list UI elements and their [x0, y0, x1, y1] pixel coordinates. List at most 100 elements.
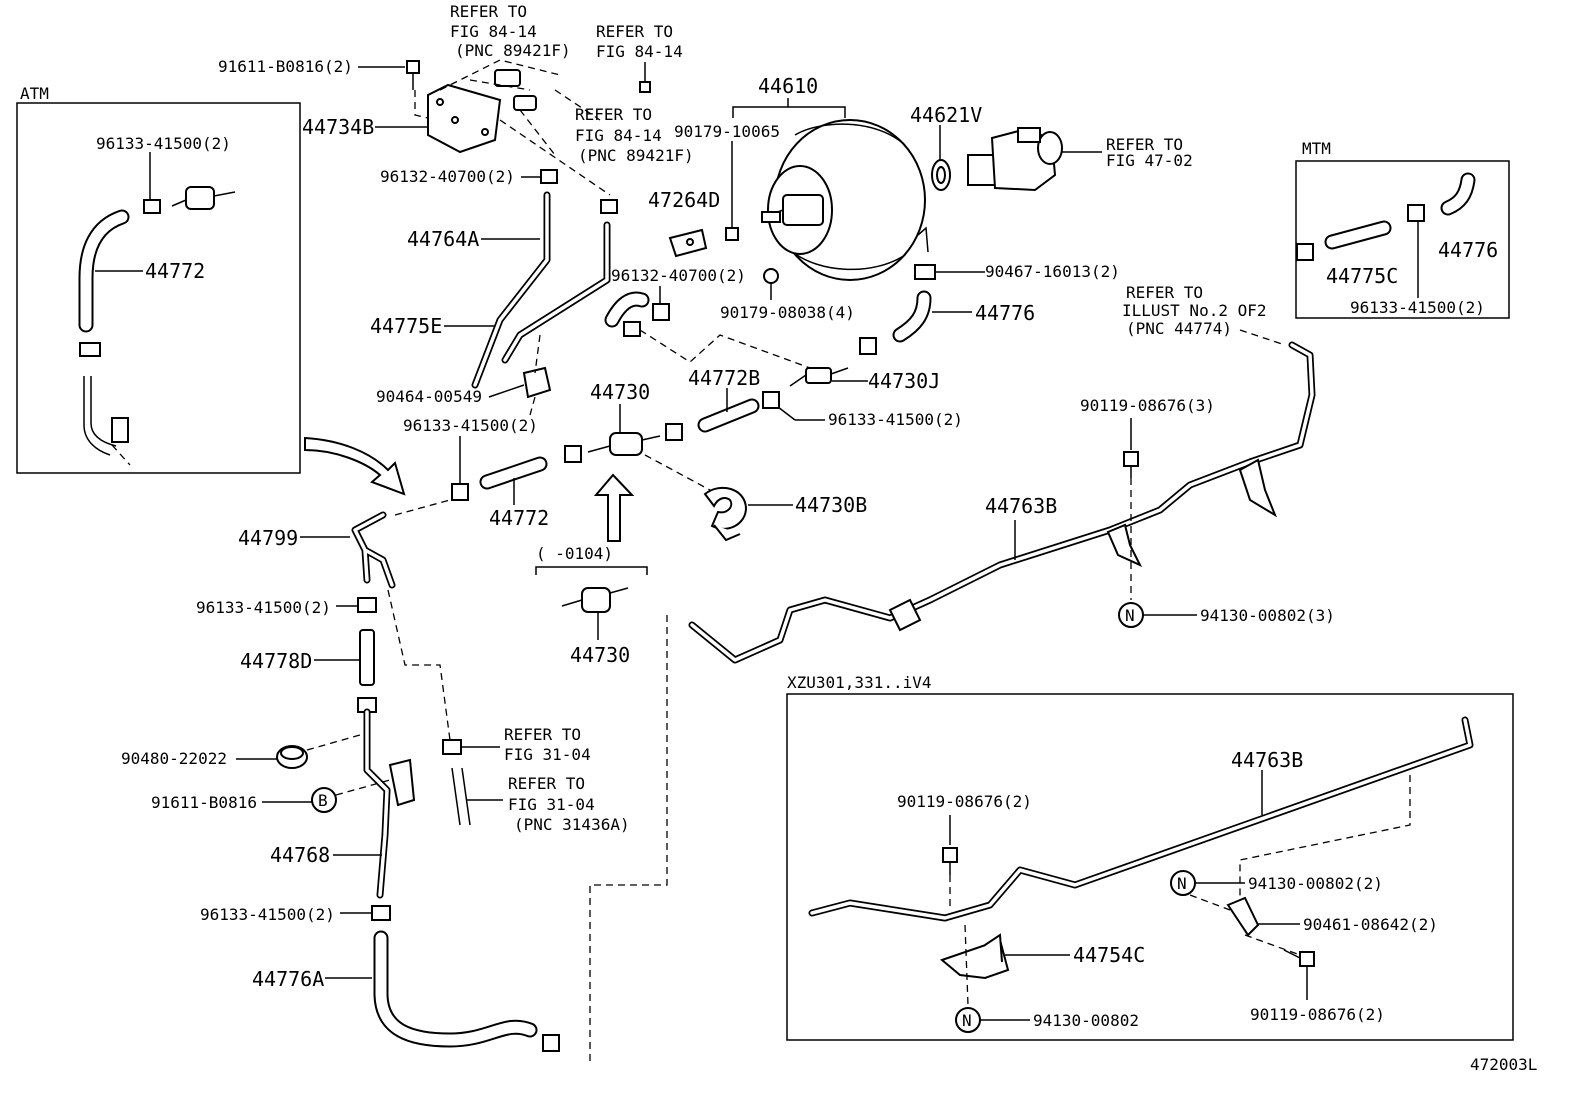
hose-44799 — [351, 511, 396, 589]
refer-r2-l2: FIG 84-14 — [596, 42, 683, 61]
refer-r5-l2: ILLUST No.2 OF2 — [1122, 301, 1267, 320]
clamp-90464 — [522, 366, 552, 399]
label-96132-a: 96132-40700(2) — [380, 167, 515, 186]
label-44776-mtm: 44776 — [1438, 238, 1498, 262]
xzu-box — [786, 693, 1514, 1041]
bolt-90119-c — [1283, 949, 1315, 967]
refer-r6-l1: REFER TO — [504, 725, 581, 744]
marker-n-c-text: N — [962, 1011, 972, 1030]
clip-96133-c — [357, 597, 377, 613]
label-44799: 44799 — [238, 526, 298, 550]
label-90119-a: 90119-08676(3) — [1080, 396, 1215, 415]
label-90179-10065: 90179-10065 — [674, 122, 780, 141]
label-44778D: 44778D — [240, 649, 312, 673]
label-44763B-a: 44763B — [985, 494, 1057, 518]
hose-44776 — [892, 290, 932, 343]
clip-r6 — [442, 739, 462, 755]
pipe-brackets — [888, 458, 1278, 632]
label-90467: 90467-16013(2) — [985, 262, 1120, 281]
label-44775C: 44775C — [1326, 264, 1398, 288]
refer-r7-l3: (PNC 31436A) — [514, 815, 630, 834]
label-96133-atm: 96133-41500(2) — [96, 134, 231, 153]
refer-r5-l1: REFER TO — [1126, 283, 1203, 302]
nut-90179-08038 — [763, 268, 779, 284]
mtm-clip-1 — [1296, 243, 1314, 261]
mtm-hose-44775C — [1324, 220, 1392, 250]
refer-r7-l2: FIG 31-04 — [508, 795, 595, 814]
dash-xzu-right — [1239, 775, 1411, 900]
refer-r1-l3: (PNC 89421F) — [455, 41, 571, 60]
mtm-hose-44776 — [1440, 172, 1476, 216]
refer-r2-l1: REFER TO — [596, 22, 673, 41]
dash-atm-link — [394, 499, 451, 516]
bracket-44734B — [427, 83, 502, 154]
figure-number: 472003L — [1470, 1055, 1537, 1074]
hose-44775E — [501, 221, 611, 364]
bracket-dashes — [414, 59, 611, 196]
bolt-icon-2 — [639, 81, 651, 93]
connector-44730J — [789, 367, 849, 387]
hose-44772 — [479, 456, 548, 490]
label-44768: 44768 — [270, 843, 330, 867]
clip-44730J-right — [859, 337, 877, 355]
atm-clamp-lower — [111, 417, 129, 443]
label-90480: 90480-22022 — [121, 749, 227, 768]
refer-r6-l2: FIG 31-04 — [504, 745, 591, 764]
label-44776A: 44776A — [252, 967, 324, 991]
label-44730J: 44730J — [868, 369, 940, 393]
label-90461: 90461-08642(2) — [1303, 915, 1438, 934]
label-44775E: 44775E — [370, 314, 442, 338]
clip-96133-b — [762, 391, 780, 409]
label-44772B: 44772B — [688, 366, 760, 390]
brake-booster — [761, 119, 926, 281]
pipe-44763B-xzu — [808, 716, 1474, 922]
hose-44772B — [697, 398, 760, 433]
clamp-44730B — [703, 486, 748, 542]
label-96133-c: 96133-41500(2) — [196, 598, 331, 617]
marker-b-text: B — [318, 791, 328, 810]
clevis-47264D — [668, 228, 708, 258]
dash-center-route — [589, 615, 668, 1065]
label-90179-08038: 90179-08038(4) — [720, 303, 855, 322]
bracket-upper-parts — [494, 69, 537, 111]
atm-valve — [171, 186, 236, 210]
label-44776: 44776 — [975, 301, 1035, 325]
label-44730B: 44730B — [795, 493, 867, 517]
marker-n-b-text: N — [1177, 874, 1187, 893]
dash-90464 — [529, 334, 541, 416]
hose-r7 — [451, 767, 471, 826]
check-valve-44730 — [587, 432, 661, 456]
label-47264D: 47264D — [648, 188, 720, 212]
bolt-icon — [406, 60, 420, 90]
clamp-90461 — [1226, 896, 1260, 937]
atm-hose-44772 — [78, 209, 130, 333]
dash-90461 — [1244, 934, 1301, 956]
label-44772: 44772 — [489, 506, 549, 530]
bolt-90119-a — [1123, 451, 1139, 478]
refer-r5-l3: (PNC 44774) — [1126, 319, 1232, 338]
xzu-box-title: XZU301,331..iV4 — [787, 673, 932, 692]
bracket-44610 — [732, 106, 846, 118]
label-90119-b: 90119-08676(2) — [897, 792, 1032, 811]
clamp-b — [388, 758, 416, 807]
label-91611-b: 91611-B0816 — [151, 793, 257, 812]
label-44734B: 44734B — [302, 115, 374, 139]
label-44772-atm: 44772 — [145, 259, 205, 283]
refer-r4-l2: FIG 47-02 — [1106, 151, 1193, 170]
dash-marker-b — [335, 779, 391, 796]
label-90464: 90464-00549 — [376, 387, 482, 406]
label-0104: ( -0104) — [536, 544, 613, 563]
nut-90179-10065 — [725, 227, 739, 241]
hose-44764A — [471, 191, 551, 389]
dash-90480 — [306, 734, 361, 751]
label-44763B-b: 44763B — [1231, 748, 1303, 772]
label-94130-b: 94130-00802(2) — [1248, 874, 1383, 893]
dash-44730J — [639, 329, 811, 369]
atm-box-title: ATM — [20, 84, 49, 103]
label-44730-alt: 44730 — [570, 643, 630, 667]
atm-dash — [111, 444, 131, 466]
dash-r5 — [1239, 329, 1286, 346]
clip-96133-d — [371, 905, 391, 921]
mtm-box — [1295, 160, 1510, 319]
